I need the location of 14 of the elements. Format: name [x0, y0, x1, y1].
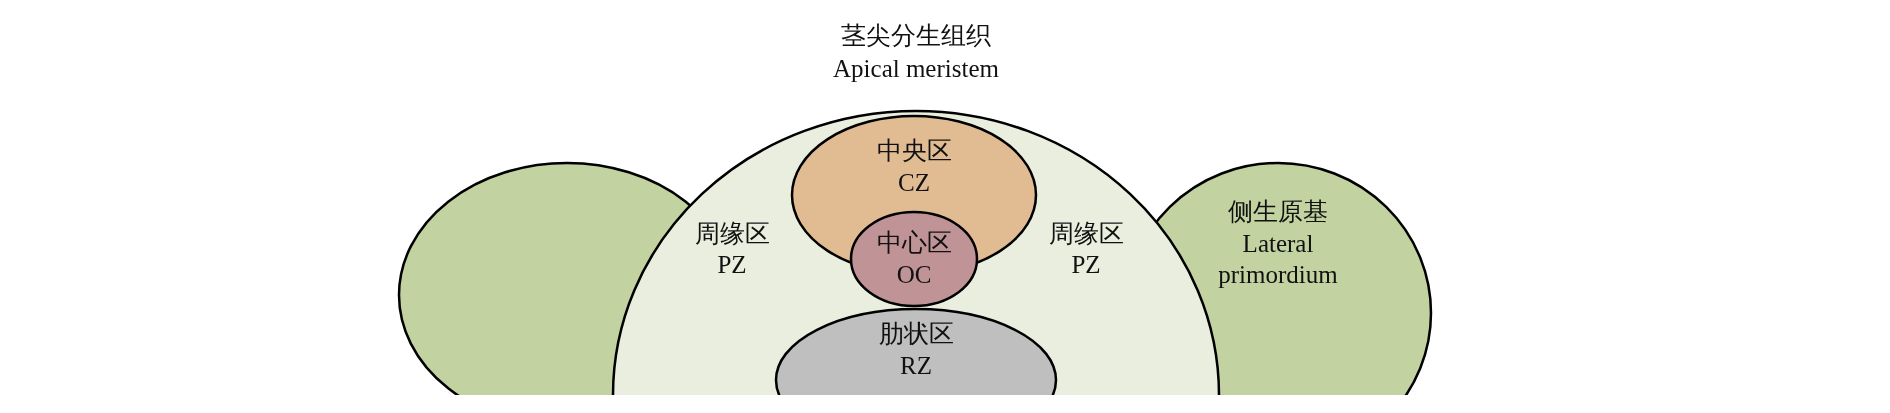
title: Apical meristem — [832, 54, 1000, 84]
zone-label: 侧生原基 — [1227, 197, 1329, 227]
zone-label: CZ — [897, 168, 931, 198]
zone-label: 中央区 — [875, 136, 953, 166]
zone-label: PZ — [1070, 250, 1102, 280]
zone-label: 中心区 — [875, 228, 953, 258]
zone-label: 周缘区 — [693, 219, 771, 249]
zone-label: 肋状区 — [877, 319, 955, 349]
zone-label: 周缘区 — [1047, 219, 1125, 249]
zone-label: Lateral primordium — [1217, 229, 1339, 290]
zone-label: RZ — [899, 351, 933, 381]
zone-label: PZ — [716, 250, 748, 280]
title: 茎尖分生组织 — [840, 21, 992, 51]
zone-label: OC — [895, 260, 933, 290]
